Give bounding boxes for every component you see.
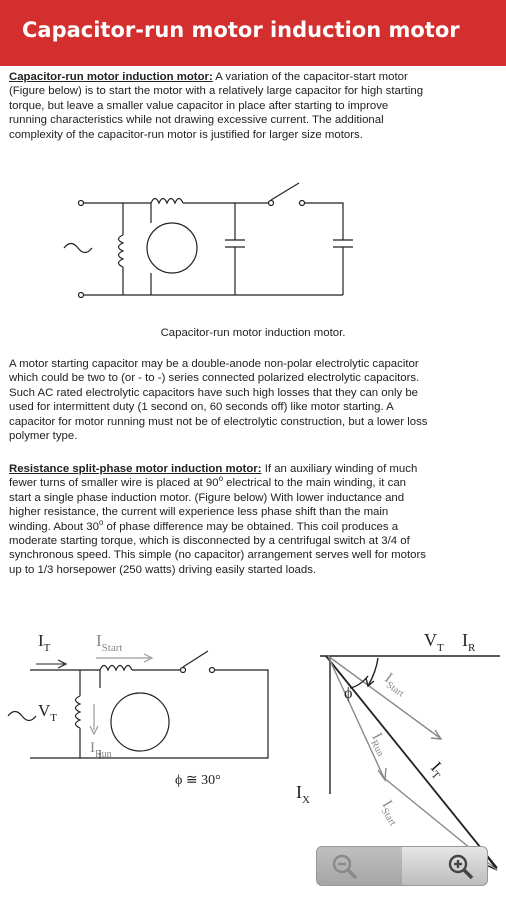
term-capacitor-run: Capacitor-run motor induction motor: [9, 71, 213, 83]
paragraph-resistance-split-phase: Resistance split-phase motor induction m… [9, 463, 426, 576]
capacitor-run-circuit-diagram [63, 182, 353, 299]
zoom-out-icon [332, 854, 358, 880]
paragraph-text: A variation of the capacitor-start motor… [9, 71, 424, 141]
paragraph-capacitor-types: A motor starting capacitor may be a doub… [9, 358, 428, 443]
istart-label: IStart [96, 631, 122, 654]
phasor-it-label: IT [425, 758, 450, 782]
phasor-istart-label-2: IStart [376, 798, 405, 829]
zoom-out-button[interactable] [317, 847, 402, 885]
paragraph-capacitor-run: Capacitor-run motor induction motor: A v… [9, 70, 429, 142]
zoom-in-icon [448, 854, 474, 880]
phasor-diagram: VT IR IX ϕ IStart IRun IT IStart [296, 630, 500, 871]
phasor-vt-label: VT [424, 630, 444, 654]
page-title: Capacitor-run motor induction motor [22, 18, 460, 42]
phasor-phi-label: ϕ [344, 685, 352, 702]
phase-angle-label: ϕ ≅ 30° [175, 773, 221, 788]
vt-label: VT [38, 701, 57, 724]
zoom-control [316, 846, 488, 886]
term-resistance-split-phase: Resistance split-phase motor induction m… [9, 463, 262, 475]
irun-label: IRun [90, 740, 112, 760]
app-header: Capacitor-run motor induction motor [0, 0, 506, 66]
phasor-ix-label: IX [296, 782, 310, 806]
split-phase-circuit-diagram: IT IStart VT IRun ϕ ≅ 30° [7, 631, 269, 788]
figure-caption: Capacitor-run motor induction motor. [160, 327, 346, 339]
phasor-istart-label: IStart [380, 670, 411, 699]
zoom-in-button[interactable] [402, 847, 487, 885]
phasor-ir-label: IR [462, 630, 476, 654]
it-label: IT [38, 631, 51, 654]
